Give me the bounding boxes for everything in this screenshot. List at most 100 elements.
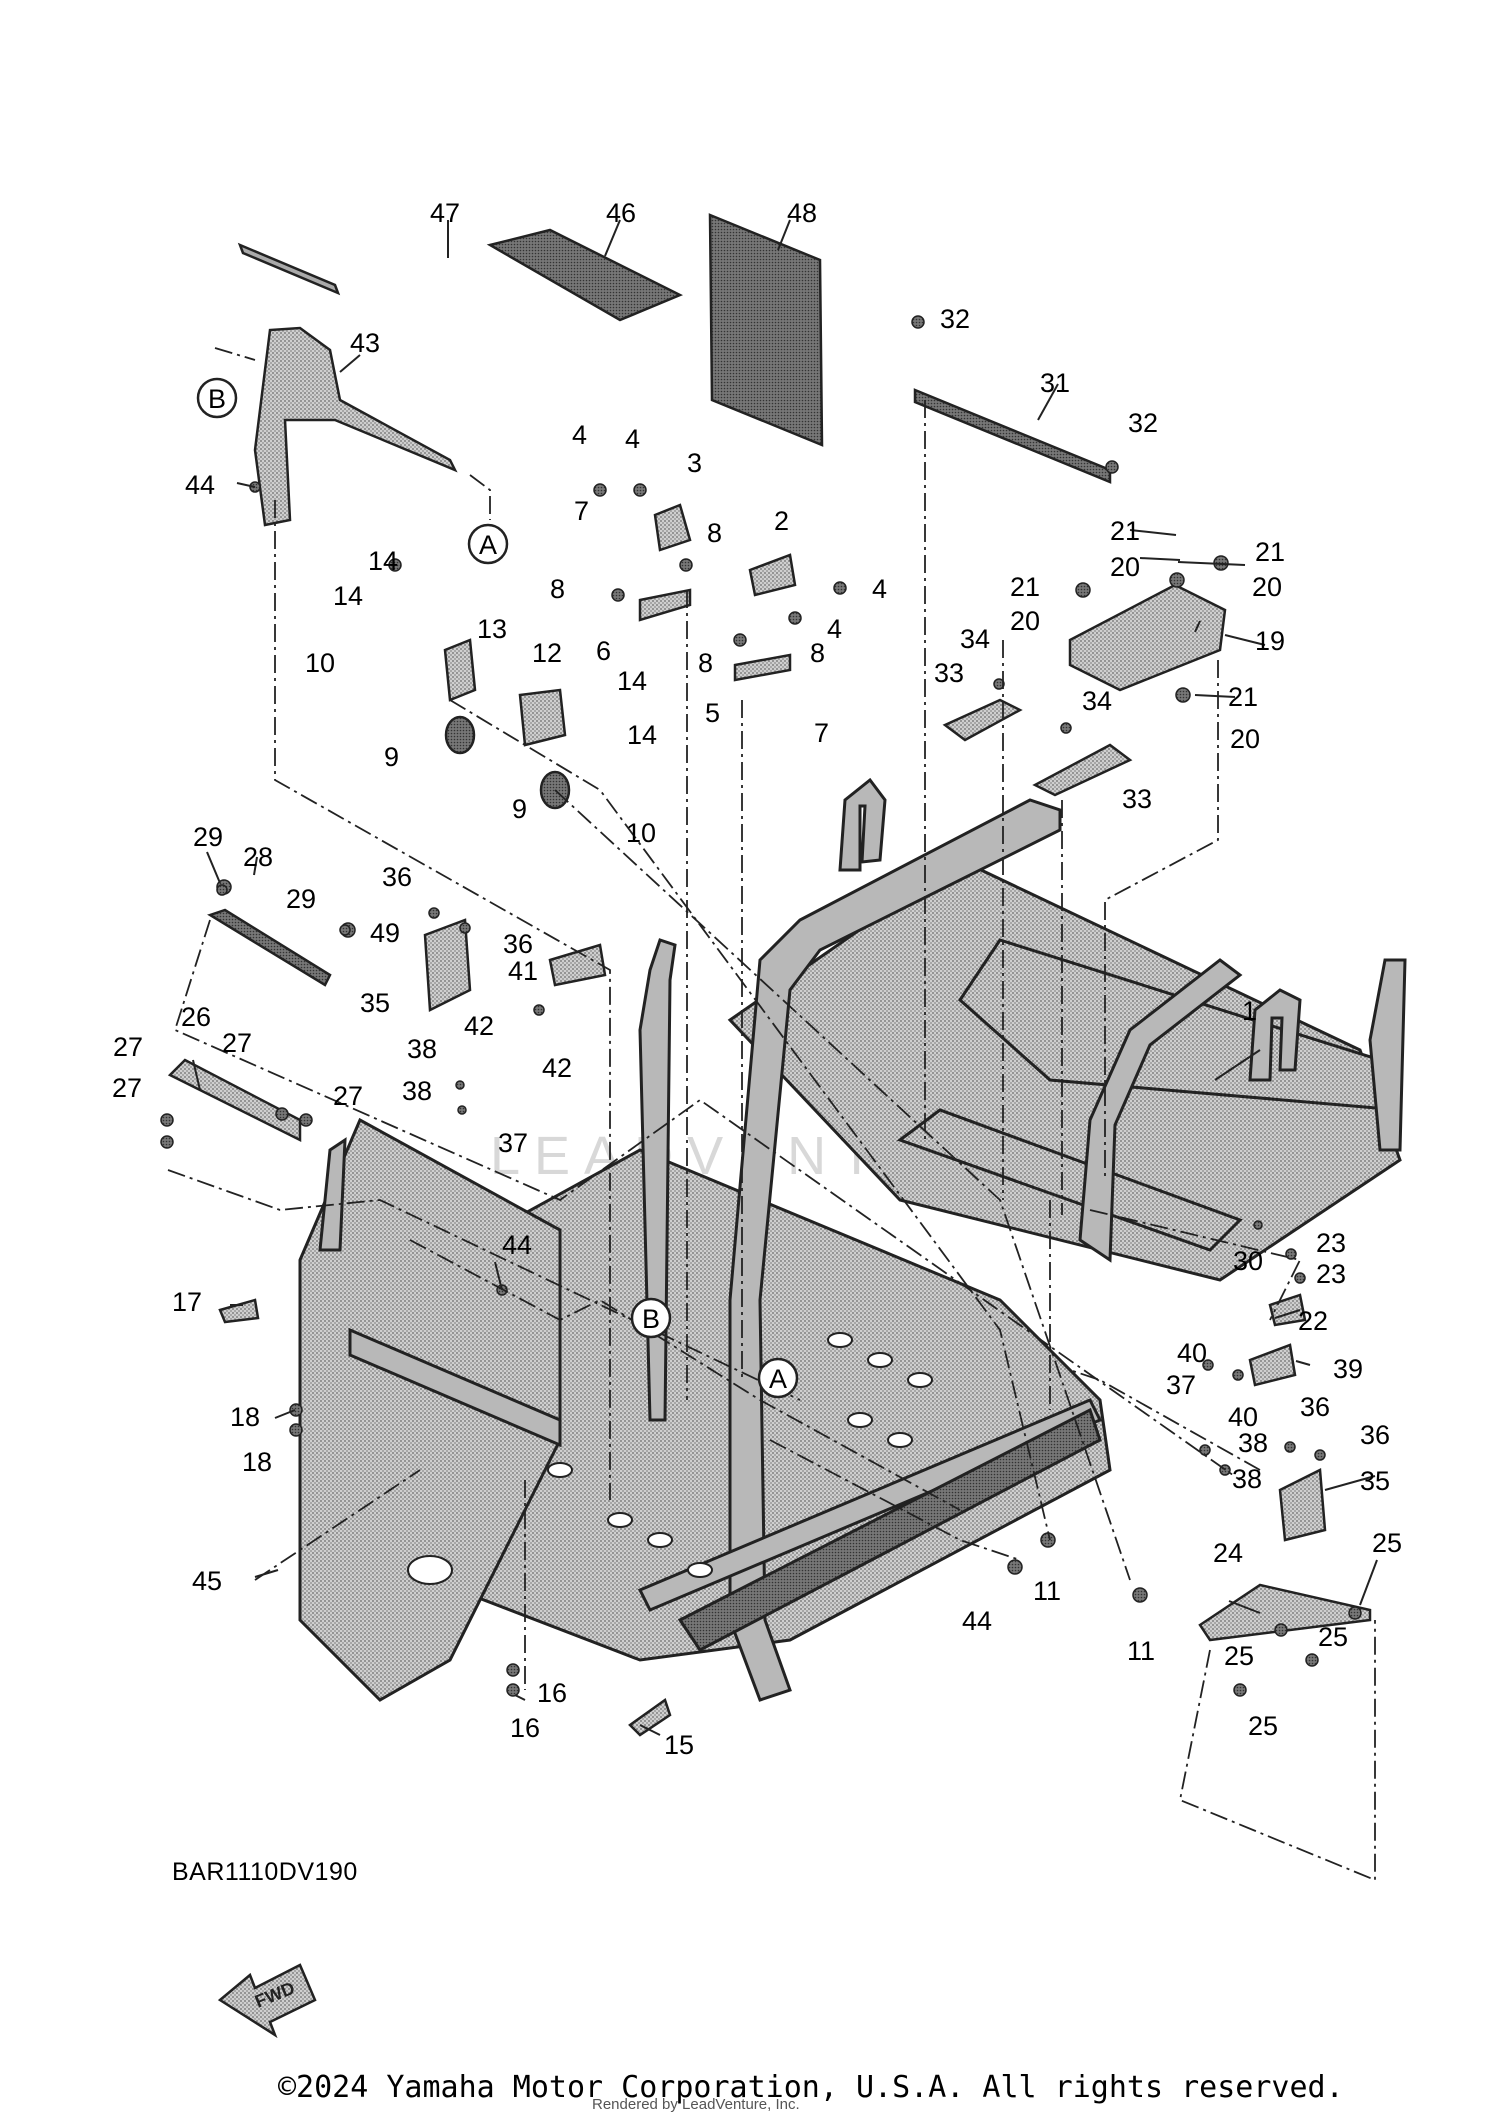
- grab-handle-right: [1248, 988, 1302, 1082]
- roll-bar-rear: [1078, 958, 1243, 1263]
- part-label-21: 21: [1228, 682, 1258, 712]
- part-label-5: 5: [705, 698, 720, 728]
- part-label-44: 44: [185, 470, 215, 500]
- part-43-bracket: [253, 326, 458, 527]
- part-label-20: 20: [1230, 724, 1260, 754]
- part-label-30: 30: [1233, 1246, 1263, 1276]
- part-9-mount-a: [444, 715, 476, 755]
- diagram-code: BAR1110DV190: [172, 1858, 358, 1886]
- part-label-33: 33: [934, 658, 964, 688]
- part-label-27: 27: [222, 1028, 252, 1058]
- part-label-27: 27: [112, 1073, 142, 1103]
- part-label-25: 25: [1248, 1711, 1278, 1741]
- part-label-4: 4: [872, 574, 887, 604]
- part-label-25: 25: [1224, 1641, 1254, 1671]
- part-label-31: 31: [1040, 368, 1070, 398]
- part-label-21: 21: [1255, 537, 1285, 567]
- part-label-17: 17: [172, 1287, 202, 1317]
- part-label-13: 13: [477, 614, 507, 644]
- callout-a-bottom: A: [757, 1357, 799, 1399]
- part-label-42: 42: [542, 1053, 572, 1083]
- part-label-23: 23: [1316, 1228, 1346, 1258]
- part-label-38: 38: [402, 1076, 432, 1106]
- part-13-mount: [443, 638, 477, 702]
- part-label-10: 10: [305, 648, 335, 678]
- part-33-plate-b: [1032, 743, 1133, 797]
- part-5-mount: [733, 653, 792, 682]
- part-label-21: 21: [1110, 516, 1140, 546]
- part-label-44: 44: [962, 1606, 992, 1636]
- part-label-8: 8: [810, 638, 825, 668]
- part-label-39: 39: [1333, 1354, 1363, 1384]
- part-label-18: 18: [242, 1447, 272, 1477]
- part-label-8: 8: [550, 574, 565, 604]
- part-label-42: 42: [464, 1011, 494, 1041]
- part-label-7: 7: [574, 496, 589, 526]
- front-pillar: [318, 1137, 347, 1252]
- part-label-14: 14: [333, 581, 363, 611]
- part-label-26: 26: [181, 1002, 211, 1032]
- part-label-36: 36: [382, 862, 412, 892]
- part-35-bracket-left: [423, 918, 472, 1012]
- lower-rail: [637, 1398, 1103, 1612]
- part-label-20: 20: [1010, 606, 1040, 636]
- part-label-43: 43: [350, 328, 380, 358]
- part-label-16: 16: [537, 1678, 567, 1708]
- part-label-4: 4: [625, 424, 640, 454]
- part-17-cover: [218, 1298, 260, 1324]
- part-26-bracket: [167, 1058, 302, 1143]
- part-label-4: 4: [572, 420, 587, 450]
- part-label-38: 38: [407, 1034, 437, 1064]
- floor-holes: [407, 1332, 933, 1585]
- part-label-24: 24: [1213, 1538, 1243, 1568]
- part-label-21: 21: [1010, 572, 1040, 602]
- part-label-40: 40: [1177, 1338, 1207, 1368]
- part-label-9: 9: [512, 794, 527, 824]
- part-label-44: 44: [502, 1230, 532, 1260]
- part-label-10: 10: [626, 818, 656, 848]
- part-2-mount: [748, 553, 797, 597]
- callout-a-bottom-text: A: [769, 1364, 787, 1394]
- part-label-37: 37: [1166, 1370, 1196, 1400]
- part-label-14: 14: [617, 666, 647, 696]
- part-24-bracket: [1198, 1583, 1372, 1642]
- roll-bars: [318, 777, 1407, 1702]
- part-label-3: 3: [687, 448, 702, 478]
- part-3-mount: [653, 503, 692, 552]
- part-label-20: 20: [1252, 572, 1282, 602]
- part-label-19: 19: [1255, 626, 1285, 656]
- part-label-47: 47: [430, 198, 460, 228]
- part-6-mount: [638, 588, 692, 622]
- part-33-plate-a: [942, 698, 1023, 742]
- part-label-38: 38: [1238, 1428, 1268, 1458]
- part-label-34: 34: [960, 624, 990, 654]
- part-19-plate: [1068, 583, 1227, 692]
- part-label-25: 25: [1318, 1622, 1348, 1652]
- part-label-4: 4: [827, 614, 842, 644]
- callout-a-top-text: A: [479, 530, 497, 560]
- fwd-arrow: [217, 1963, 317, 2039]
- part-12-mount: [518, 688, 567, 747]
- rendered-by-notice: Rendered by LeadVenture, Inc.: [592, 2096, 800, 2113]
- part-label-49: 49: [370, 918, 400, 948]
- part-label-48: 48: [787, 198, 817, 228]
- part-label-22: 22: [1298, 1306, 1328, 1336]
- part-46-mat: [486, 228, 684, 322]
- part-labels: 1 2 3 4 4 4 4 5 6 7 7 8 8 8 8 9 9 10 10 …: [112, 198, 1402, 1760]
- top-parts: [167, 213, 1372, 2039]
- callout-b-bottom: B: [630, 1297, 672, 1339]
- part-label-8: 8: [707, 518, 722, 548]
- copyright-notice: ©2024 Yamaha Motor Corporation, U.S.A. A…: [278, 2070, 1344, 2105]
- part-label-36: 36: [1300, 1392, 1330, 1422]
- rocker: [677, 1407, 1102, 1652]
- part-label-11: 11: [1127, 1636, 1155, 1666]
- part-label-20: 20: [1110, 552, 1140, 582]
- part-label-36: 36: [1360, 1420, 1390, 1450]
- part-35-bracket-right: [1278, 1468, 1327, 1542]
- part-label-7: 7: [814, 718, 829, 748]
- part-label-6: 6: [596, 636, 611, 666]
- part-label-45: 45: [192, 1566, 222, 1596]
- part-label-35: 35: [360, 988, 390, 1018]
- part-label-29: 29: [286, 884, 316, 914]
- part-label-23: 23: [1316, 1259, 1346, 1289]
